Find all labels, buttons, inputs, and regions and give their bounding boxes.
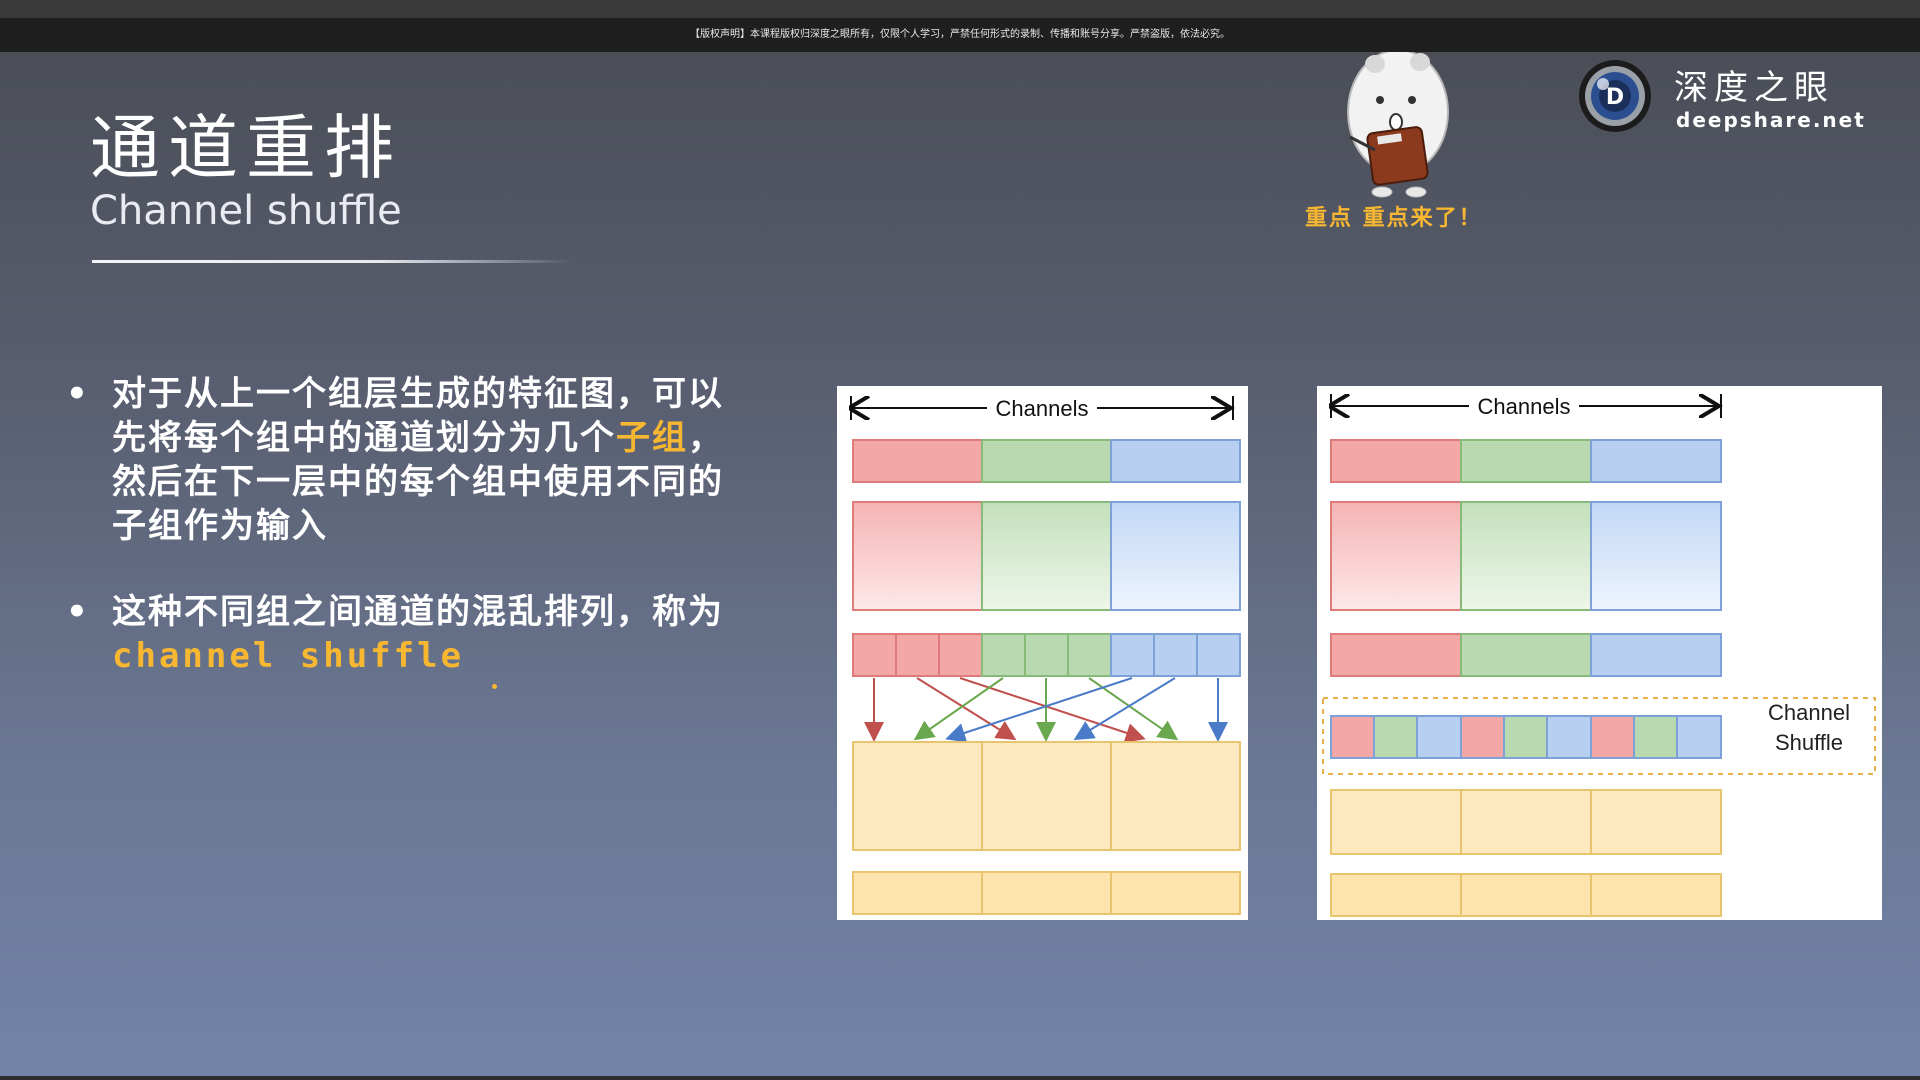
highlight-channel-shuffle: channel shuffle [112, 636, 465, 676]
mascot-caption: 重点 重点来了！ [1305, 206, 1483, 231]
title-underline [92, 260, 572, 263]
decorative-dot [492, 684, 497, 689]
logo-title: 深度之眼 [1674, 68, 1834, 108]
bullet-text: ， [688, 418, 724, 458]
diagram-channel-shuffle: Channels Channel Shu [1317, 386, 1882, 920]
bullet-list: • 对于从上一个组层生成的特征图，可以 先将每个组中的通道划分为几个子组， 然后… [60, 372, 800, 720]
bullet-line: channel shuffle [112, 634, 800, 678]
bullet-line: 对于从上一个组层生成的特征图，可以 [112, 374, 724, 414]
slide-subtitle: Channel shuffle [90, 188, 402, 234]
bullet-line: 先将每个组中的通道划分为几个子组， [112, 416, 800, 460]
deepshare-eye-logo-icon: D [1575, 52, 1655, 142]
bullet-dot: • [66, 374, 90, 414]
slide-title: 通道重排 [90, 107, 402, 189]
window-top-strip [0, 0, 1920, 18]
logo-url: deepshare.net [1676, 108, 1866, 132]
slide: 通道重排 Channel shuffle • 对于从上一个组层生成的特征图，可以… [0, 52, 1920, 1076]
svg-text:D: D [1606, 85, 1624, 110]
bullet-text: 先将每个组中的通道划分为几个 [112, 418, 616, 458]
highlight-subgroup: 子组 [616, 418, 688, 458]
channel-shuffle-label: Channel [1768, 700, 1850, 725]
bullet-item: • 对于从上一个组层生成的特征图，可以 先将每个组中的通道划分为几个子组， 然后… [60, 372, 800, 548]
copyright-notice: 【版权声明】本课程版权归深度之眼所有，仅限个人学习，严禁任何形式的录制、传播和账… [0, 18, 1920, 52]
bullet-item: • 这种不同组之间通道的混乱排列，称为 channel shuffle [60, 590, 800, 678]
channels-header: Channels [1478, 394, 1571, 419]
channel-shuffle-label: Shuffle [1775, 730, 1843, 755]
channels-header: Channels [996, 396, 1089, 421]
bullet-dot: • [66, 592, 90, 632]
window-bottom-strip [0, 1076, 1920, 1080]
bullet-line: 然后在下一层中的每个组中使用不同的 [112, 462, 724, 502]
bullet-line: 子组作为输入 [112, 506, 328, 546]
hamster-clipboard-icon [1320, 52, 1470, 202]
bullet-line: 这种不同组之间通道的混乱排列，称为 [112, 592, 724, 632]
diagram-group-convolution: Channels [837, 386, 1248, 920]
